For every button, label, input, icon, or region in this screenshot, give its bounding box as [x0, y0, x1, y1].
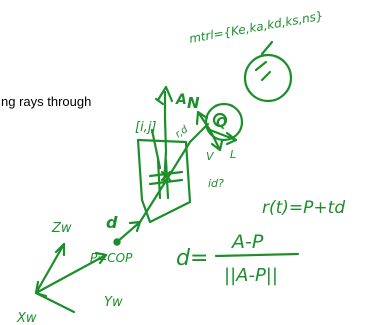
direction-arrowhead: [128, 220, 142, 233]
point-a-mark: [154, 90, 167, 120]
hit-point-label: Q: [216, 116, 227, 131]
light-vector: [208, 128, 238, 142]
light-arrowhead: [225, 131, 238, 146]
x-axis-label: Xw: [16, 311, 37, 325]
formula-lhs: d=: [176, 246, 208, 271]
light-label: L: [230, 148, 236, 161]
pixel-label: [i,j]: [135, 120, 157, 135]
point-a-label: A: [175, 92, 187, 108]
plane-scribble: id?: [208, 177, 224, 190]
image-plane: [136, 138, 192, 224]
pixel-marker: [160, 170, 172, 182]
ray-equation: r(t)=P+td: [262, 198, 345, 218]
point-a-arrowhead: [156, 85, 174, 103]
view-vector: [208, 128, 222, 152]
normal-vector: [196, 110, 212, 132]
y-axis-arrowhead: [94, 251, 108, 265]
formula-fraction-bar: [214, 252, 300, 258]
view-arrowhead: [210, 139, 224, 152]
formula-denominator: ||A-P||: [224, 265, 278, 286]
z-axis-arrowhead: [54, 242, 66, 257]
normal-label: N: [187, 94, 200, 112]
axis-origin-lines: [34, 242, 108, 314]
image-plane-grid: [148, 158, 184, 200]
ray-scribble: r,d: [173, 124, 190, 141]
direction-vector: [115, 220, 142, 244]
large-sphere-shading: [254, 60, 272, 82]
normal-arrowhead: [195, 110, 209, 126]
z-axis-label: Zw: [51, 221, 72, 236]
sphere-highlight: [212, 112, 228, 128]
x-axis-arrowhead: [34, 280, 48, 298]
sphere-object: [204, 102, 244, 142]
view-label: V: [206, 150, 215, 163]
printed-text-fragment: ng rays through: [1, 94, 91, 109]
material-annotation: mtrl={Ke,ka,kd,ks,ns}: [188, 9, 324, 46]
large-sphere: [243, 53, 293, 103]
pixel-leader: [150, 128, 162, 170]
y-axis-label: Yw: [104, 295, 123, 310]
material-leader: [260, 40, 274, 56]
direction-label: d: [106, 213, 118, 232]
formula-numerator: A-P: [230, 231, 264, 253]
primary-ray: [138, 122, 210, 224]
origin-label: P=COP: [90, 251, 133, 265]
